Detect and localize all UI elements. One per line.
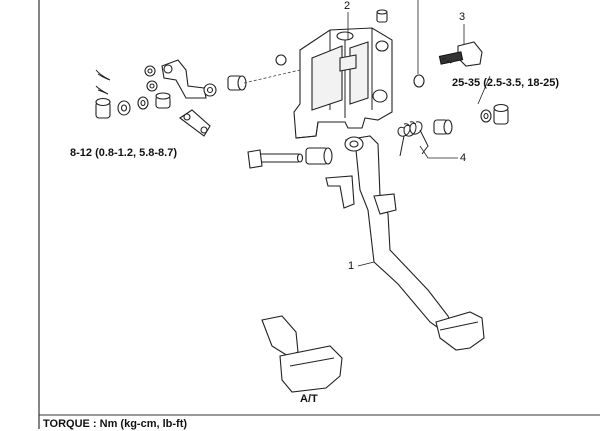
at-pedal-pad xyxy=(261,315,343,393)
nut-right-small xyxy=(413,74,425,88)
torque-spec-right: 25-35 (2.5-3.5, 18-25) xyxy=(452,77,560,89)
brake-pedal-arm xyxy=(325,135,453,333)
assembly-line-dashed xyxy=(243,69,301,84)
stop-lamp-switch xyxy=(438,41,483,67)
pedal-mounting-bracket xyxy=(293,27,393,139)
link-plate xyxy=(179,109,211,137)
callout-1: 1 xyxy=(348,260,355,272)
brake-pedal-pad xyxy=(435,311,485,351)
at-variant-label: A/T xyxy=(300,393,318,405)
pivot-bolt xyxy=(247,149,304,169)
pedal-linkage-rod xyxy=(161,59,217,99)
clips-and-pins xyxy=(95,69,111,95)
callout-2: 2 xyxy=(344,0,351,12)
pivot-bushing xyxy=(305,147,333,165)
torque-spec-left: 8-12 (0.8-1.2, 5.8-8.7) xyxy=(70,147,178,159)
callout-3: 3 xyxy=(459,11,466,23)
bushing-cap-top xyxy=(376,9,388,23)
torque-units-legend: TORQUE : Nm (kg-cm, lb-ft) xyxy=(43,418,188,430)
spring-bushing xyxy=(433,119,453,135)
washers-left xyxy=(117,65,171,116)
leader-lines xyxy=(347,0,491,267)
nut-left-torque xyxy=(95,97,111,119)
bushing-left-mid xyxy=(227,75,247,91)
nut-bracket-left xyxy=(275,54,287,66)
callout-4: 4 xyxy=(460,152,467,164)
washers-right xyxy=(480,103,509,125)
